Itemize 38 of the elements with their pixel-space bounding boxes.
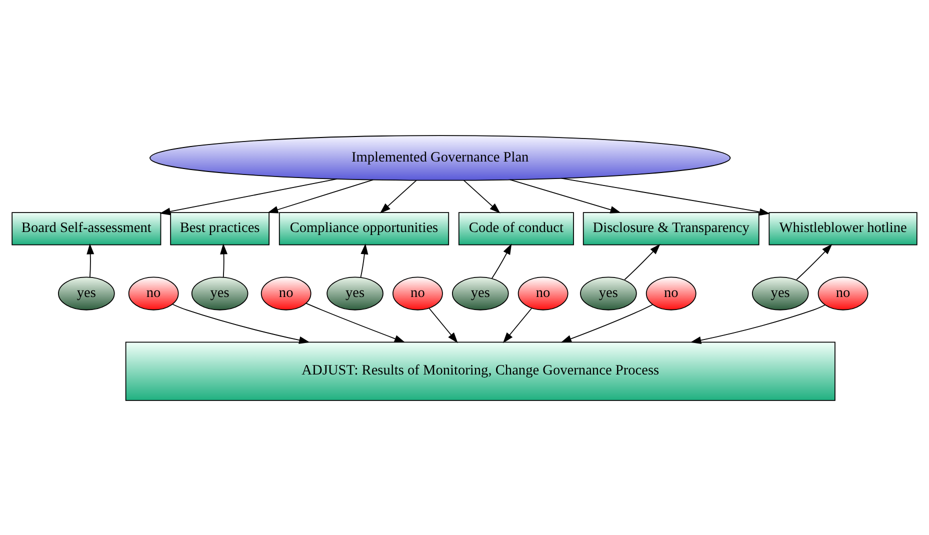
node-ellipse: yes (58, 276, 115, 310)
arrow (690, 304, 826, 344)
node-ellipse: yes (191, 276, 248, 310)
node-box: Best practices (170, 212, 270, 245)
arrow (172, 303, 310, 344)
arrow (160, 178, 338, 215)
arrow (86, 243, 94, 278)
arrow (428, 307, 458, 343)
node-box: Disclosure & Transparency (582, 212, 760, 245)
arrow (796, 243, 832, 280)
arrow (561, 177, 770, 216)
node-ellipse: no (818, 276, 868, 310)
node-ellipse: no (392, 276, 443, 310)
node-ellipse: yes (326, 276, 384, 310)
node-ellipse: no (646, 276, 696, 310)
node-ellipse: yes (580, 276, 637, 310)
node-ellipse: yes (752, 276, 809, 310)
arrow (220, 243, 228, 278)
arrow (380, 179, 417, 213)
arrow (560, 304, 653, 342)
arrow (306, 302, 406, 342)
arrow (267, 178, 374, 213)
arrow (502, 307, 532, 343)
node-box: Board Self-assessment (12, 212, 162, 245)
node-ellipse: no (518, 276, 568, 310)
node-ellipse: no (128, 276, 179, 310)
node-ellipse: yes (452, 276, 509, 310)
arrow (624, 243, 660, 280)
node-box: Compliance opportunities (278, 212, 450, 245)
arrow (510, 178, 622, 213)
arrow (360, 243, 368, 278)
node-box: Code of conduct (458, 212, 574, 245)
arrow (491, 243, 512, 278)
arrow (463, 179, 500, 213)
node-box: Whistleblower hotline (768, 212, 918, 245)
node-ellipse: no (260, 276, 312, 310)
node-ellipse: Implemented Governance Plan (150, 134, 731, 180)
node-box: ADJUST: Results of Monitoring, Change Governance Process (125, 341, 836, 400)
